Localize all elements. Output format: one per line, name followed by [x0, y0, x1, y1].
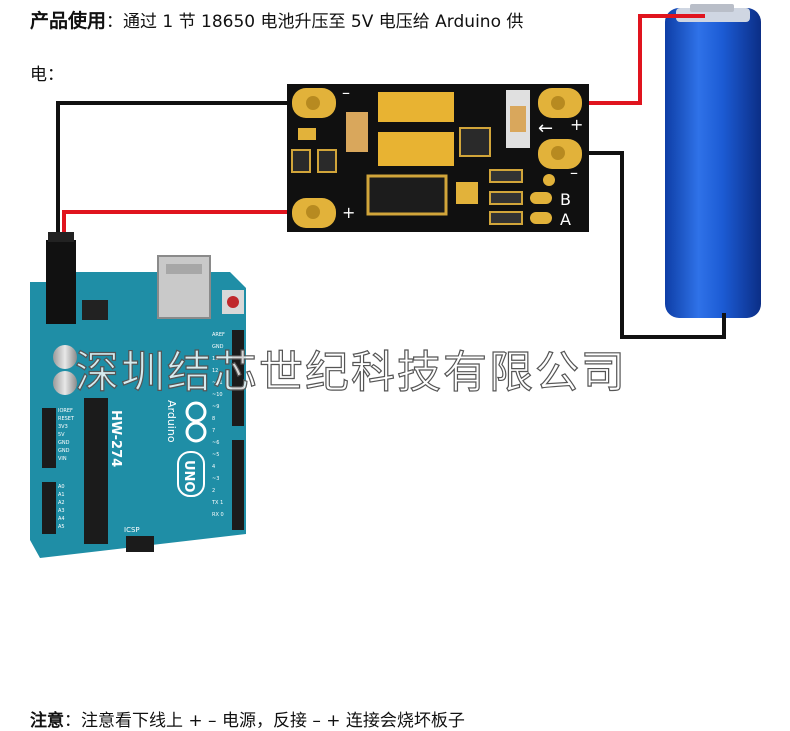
wire-red-battery [565, 14, 705, 105]
pin-label-analog: A2 [58, 500, 65, 506]
wire-black-battery [565, 151, 726, 339]
pin-label-power: IOREF [58, 408, 73, 414]
pin-label-power: GND [58, 448, 70, 454]
pin-label-digital: 13 [212, 356, 218, 362]
pin-label-power: VIN [58, 456, 67, 462]
arduino-uno: HW-274 Arduino UNO ICSP ON [30, 232, 246, 558]
pin-label-digital: ~10 [212, 392, 223, 398]
pin-label-digital: ~11 [212, 380, 223, 386]
pin-label-analog: A0 [58, 484, 65, 490]
pin-label-digital: ~9 [212, 404, 219, 410]
pin-label-digital: TX 1 [211, 500, 223, 506]
pin-label-digital: RX 0 [212, 512, 224, 518]
pin-label-analog: A4 [58, 516, 65, 522]
pin-label-analog: A5 [58, 524, 65, 530]
heading-lead: 产品使用 [30, 10, 107, 32]
wire-red-arduino [62, 210, 310, 240]
heading-continuation: 电： [30, 65, 64, 85]
heading: 产品使用：通过 1 节 18650 电池升压至 5V 电压给 Arduino 供 [30, 6, 523, 33]
label-plus-right: + [570, 115, 583, 134]
pad-minus-left [292, 88, 336, 118]
boost-module: – + + – ← B A [287, 83, 589, 232]
wire-black-arduino [56, 101, 310, 240]
label-b: B [560, 190, 571, 209]
label-minus-left: – [342, 83, 350, 102]
pin-label-digital: ~3 [212, 476, 219, 482]
board-uno: UNO [181, 460, 196, 493]
pin-label-digital: ~5 [212, 452, 219, 458]
pin-label-digital: GND [212, 344, 224, 350]
pin-label-digital: 2 [212, 488, 215, 494]
icsp-label: ICSP [124, 526, 140, 534]
pin-label-digital: 8 [212, 416, 215, 422]
pin-label-digital: AREF [212, 332, 225, 338]
label-plus-left: + [342, 203, 355, 222]
pin-label-power: 5V [58, 432, 65, 438]
label-a: A [560, 210, 571, 229]
on-label: ON [170, 545, 177, 554]
pin-label-digital: 7 [212, 428, 215, 434]
pin-label-analog: A1 [58, 492, 65, 498]
pin-label-analog: A3 [58, 508, 65, 514]
pad-minus-right [538, 139, 582, 169]
heading-text: ：通过 1 节 18650 电池升压至 5V 电压给 Arduino 供 [106, 12, 524, 32]
board-model: HW-274 [108, 410, 123, 467]
battery-18650 [665, 4, 761, 318]
pin-label-power: RESET [58, 416, 75, 422]
pin-label-digital: 12 [212, 368, 218, 374]
board-brand: Arduino [165, 400, 178, 443]
arduino-infinity-icon [185, 401, 207, 443]
pin-label-power: 3V3 [58, 424, 68, 430]
pin-label-power: GND [58, 440, 70, 446]
pad-plus-right [538, 88, 582, 118]
footer-lead: 注意 [30, 711, 64, 731]
pad-plus-left [292, 198, 336, 228]
watermark: 深圳结芯世纪科技有限公司 [74, 346, 627, 398]
label-arrow: ← [538, 118, 553, 139]
label-minus-right: – [570, 163, 578, 182]
footer-text: ：注意看下线上 + – 电源，反接 – + 连接会烧坏板子 [64, 711, 465, 731]
pin-label-digital: 4 [212, 464, 215, 470]
pin-label-digital: ~6 [212, 440, 219, 446]
wires [56, 14, 726, 339]
